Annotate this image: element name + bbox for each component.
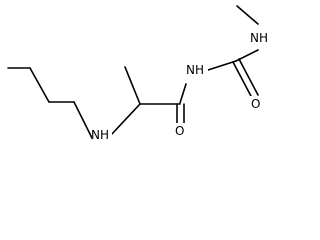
label-mask — [186, 62, 208, 78]
bond-urea-carbon-nh — [207, 60, 237, 71]
bond-urea-carbonyl-b — [238, 58, 259, 96]
bond-butyl-2 — [29, 67, 50, 103]
label-mask — [92, 126, 112, 142]
atom-label-n-methyl: NH — [250, 31, 268, 45]
bond-lines — [7, 5, 259, 141]
atom-label-o-amide: O — [175, 124, 184, 138]
atom-label-n-butyl: NH — [91, 128, 109, 142]
bond-methyl-nh — [236, 5, 259, 25]
label-mask — [250, 96, 263, 112]
atom-label-o-urea: O — [251, 97, 260, 111]
label-mask — [174, 123, 187, 139]
bond-nh-butyl — [73, 101, 94, 141]
bond-urea-carbonyl-a — [232, 61, 253, 99]
bond-alpha-nh — [110, 103, 141, 136]
label-mask — [252, 30, 274, 46]
molecule-structure-diagram: NH NH NH O O — [7, 5, 274, 142]
bond-alpha-methyl — [124, 66, 141, 105]
atom-labels: NH NH NH O O — [91, 30, 274, 142]
bond-nh-amide-carbon — [179, 83, 187, 104]
atom-label-n-imide: NH — [186, 63, 204, 77]
